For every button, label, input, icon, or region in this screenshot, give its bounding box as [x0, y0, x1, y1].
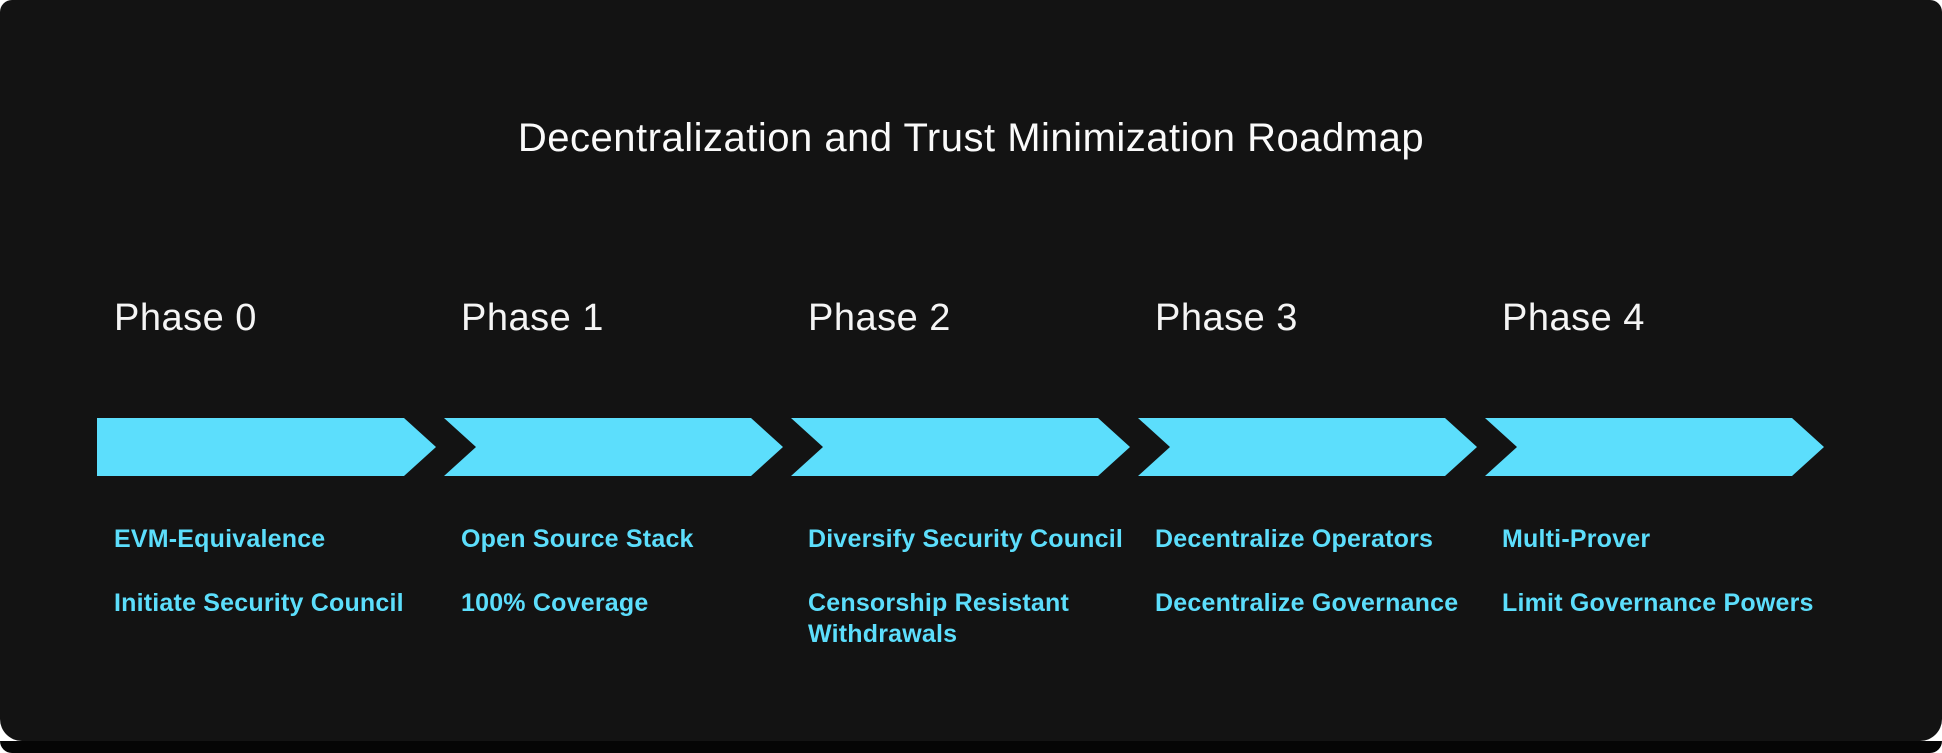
phase-1-items: Open Source Stack 100% Coverage [461, 524, 783, 650]
phase-4-items: Multi-Prover Limit Governance Powers [1502, 524, 1824, 650]
phase-0-arrow-icon [97, 418, 436, 476]
phase-1-label: Phase 1 [461, 297, 604, 339]
phase-1-item: Open Source Stack [461, 525, 694, 553]
phase-0-label: Phase 0 [114, 297, 257, 339]
phase-4-arrow-icon [1485, 418, 1824, 476]
phase-3-item: Decentralize Governance [1155, 589, 1459, 617]
phase-3-label: Phase 3 [1155, 297, 1298, 339]
phase-labels-row: Phase 0 Phase 1 Phase 2 Phase 3 Phase 4 [97, 297, 1824, 340]
phase-2-arrow-icon [791, 418, 1130, 476]
phase-0-item: EVM-Equivalence [114, 525, 326, 553]
page-title: Decentralization and Trust Minimization … [517, 116, 1425, 160]
phase-2-item: Diversify Security Council [808, 525, 1124, 553]
phase-0-items: EVM-Equivalence Initiate Security Counci… [114, 524, 436, 650]
phase-3-items: Decentralize Operators Decentralize Gove… [1155, 524, 1477, 650]
phase-1-item: 100% Coverage [461, 589, 649, 617]
phase-2-item: Censorship Resistant Withdrawals [808, 589, 1070, 648]
timeline-arrow-band [97, 418, 1824, 476]
phase-items-row: EVM-Equivalence Initiate Security Counci… [97, 524, 1824, 650]
phase-3-item: Decentralize Operators [1155, 525, 1434, 553]
phase-2-items: Diversify Security Council Censorship Re… [808, 524, 1130, 650]
phase-4-item: Multi-Prover [1502, 525, 1651, 553]
phase-4-item: Limit Governance Powers [1502, 589, 1814, 617]
phase-0-item: Initiate Security Council [114, 589, 404, 617]
next-section-edge [0, 741, 1942, 753]
phase-2-label: Phase 2 [808, 297, 951, 339]
phase-4-label: Phase 4 [1502, 297, 1645, 339]
phase-1-arrow-icon [444, 418, 783, 476]
phase-3-arrow-icon [1138, 418, 1477, 476]
